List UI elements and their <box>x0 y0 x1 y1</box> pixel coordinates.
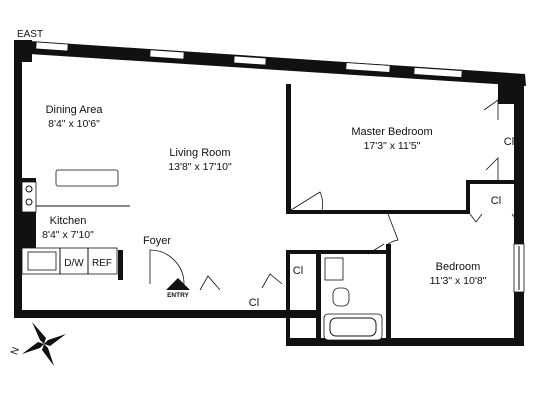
bathroom-fixtures <box>323 257 383 341</box>
bedroom-name: Bedroom <box>436 261 481 273</box>
burner-2 <box>25 198 33 206</box>
sink <box>27 251 57 271</box>
entry-door <box>149 249 185 285</box>
kitchen-name: Kitchen <box>50 215 87 227</box>
labels: EAST N Dining Area 8'4" x 10'6" Living R… <box>9 29 514 356</box>
kitchen-dimensions: 8'4" x 7'10" <box>42 229 94 241</box>
living-room-name: Living Room <box>169 147 230 159</box>
closet-door-foyer <box>261 273 283 289</box>
burner-1 <box>25 185 33 193</box>
closet-label-master-2: Cl <box>491 195 501 207</box>
master-bedroom-dimensions: 17'3" x 11'5" <box>364 140 421 152</box>
bathroom-door <box>367 243 385 255</box>
bedroom-north-wall <box>388 210 470 214</box>
master-bedroom-south-wall-2 <box>314 210 368 214</box>
bedroom-door <box>387 213 399 245</box>
entry-arrow-icon <box>166 278 190 290</box>
bathtub <box>323 313 383 341</box>
closet-door-master-1 <box>483 99 499 120</box>
corner-block-right <box>498 80 524 104</box>
closet-label-living: Cl <box>249 297 259 309</box>
window-3 <box>233 55 267 66</box>
compass-point-s <box>42 344 54 366</box>
compass-point-n <box>32 322 46 344</box>
master-bedroom-west-wall <box>286 84 291 214</box>
bathroom-north-wall <box>286 250 388 254</box>
master-bedroom-door <box>290 191 324 215</box>
north-label: N <box>9 346 22 357</box>
toilet <box>332 287 350 307</box>
kitchen-island <box>55 169 119 187</box>
refrigerator-label: REF <box>92 258 112 269</box>
window-5 <box>413 66 463 79</box>
closet-label-foyer: Cl <box>293 265 303 277</box>
closet-door-bedroom <box>469 213 483 223</box>
window-1 <box>35 41 69 52</box>
doors <box>149 99 525 291</box>
stove <box>21 181 37 213</box>
dishwasher-label: D/W <box>64 258 84 269</box>
closet-wall-master-v <box>466 180 470 214</box>
closet-wall-master <box>468 180 524 184</box>
foyer-name: Foyer <box>143 235 171 247</box>
bottom-wall-left <box>14 310 321 318</box>
right-wall <box>514 74 524 346</box>
dining-area-name: Dining Area <box>46 104 104 116</box>
compass-rose-icon <box>22 322 66 366</box>
kitchen-fixtures <box>21 169 119 275</box>
closet-door-master-2 <box>485 157 499 180</box>
entry-label: ENTRY <box>167 292 189 299</box>
pier-left <box>14 40 32 62</box>
closet-wall-vertical <box>286 250 290 346</box>
top-wall <box>14 40 526 86</box>
closet-label-master-1: Cl <box>504 136 514 148</box>
bottom-wall-right <box>290 338 522 346</box>
bedroom-dimensions: 11'3" x 10'8" <box>430 275 487 287</box>
compass-point-e <box>44 334 66 346</box>
dining-area-dimensions: 8'4" x 10'6" <box>48 118 100 130</box>
windows <box>35 41 525 293</box>
bathroom-sink <box>324 257 344 281</box>
master-bedroom-name: Master Bedroom <box>351 126 432 138</box>
compass-label: EAST <box>17 29 43 40</box>
compass-point-w <box>22 342 44 354</box>
left-wall <box>14 40 22 316</box>
living-room-dimensions: 13'8" x 17'10" <box>168 161 232 173</box>
bathtub-inner <box>329 317 377 337</box>
window-2 <box>149 49 185 60</box>
bathroom-west-wall <box>316 252 321 346</box>
bedroom-west-wall <box>386 244 391 344</box>
closet-door-bedroom-2 <box>511 213 525 223</box>
foyer-wall-stub <box>118 250 123 280</box>
closet-door-living <box>199 275 221 291</box>
exterior-walls <box>14 40 526 346</box>
window-4 <box>345 62 391 73</box>
